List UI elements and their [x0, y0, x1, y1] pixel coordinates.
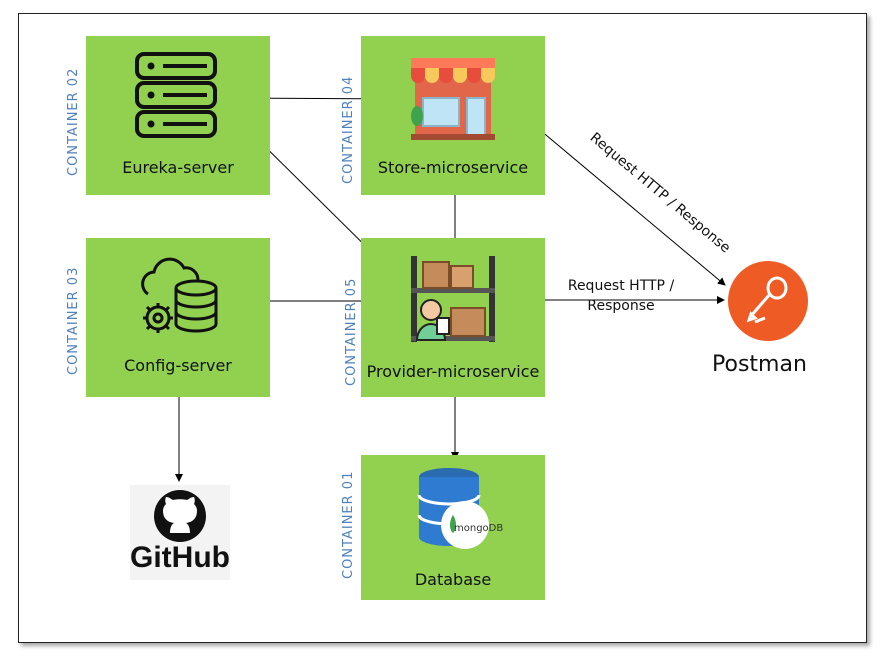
- github-octocat-icon: [154, 490, 206, 542]
- eureka-server-box: Eureka-server: [86, 36, 270, 195]
- postman-logo-icon: [728, 261, 808, 341]
- database-cylinder-icon: [417, 468, 489, 549]
- container-02-label: CONTAINER 02: [66, 67, 81, 176]
- store-microservice-label: Store-microservice: [377, 158, 529, 177]
- postman-label: Postman: [712, 352, 807, 377]
- warehouse-worker-icon: [411, 256, 495, 342]
- provider-postman-edge-line-2: Response: [587, 298, 655, 314]
- provider-microservice-box: Provider-microservice: [361, 238, 545, 397]
- container-04-label: CONTAINER 04: [341, 75, 356, 184]
- provider-postman-edge-line-1: Request HTTP /: [567, 278, 675, 294]
- provider-microservice-label: Provider-microservice: [366, 362, 540, 381]
- config-server-label: Config-server: [124, 356, 232, 375]
- container-03-label: CONTAINER 03: [66, 266, 81, 375]
- cloud-database-gear-icon: [141, 257, 218, 333]
- store-microservice-box: Store-microservice: [361, 36, 545, 195]
- config-server-box: Config-server: [86, 238, 270, 397]
- eureka-server-label: Eureka-server: [122, 158, 234, 177]
- storefront-icon: [411, 58, 495, 140]
- github-logo: GitHub: [130, 485, 230, 580]
- server-rack-icon: [135, 52, 217, 138]
- provider-postman-edge-label: Request HTTP / Response: [556, 278, 686, 314]
- github-wordmark: GitHub: [130, 541, 230, 574]
- container-05-label: CONTAINER 05: [344, 277, 359, 386]
- mongodb-label: mongoDB: [454, 523, 504, 534]
- database-box: mongoDB Database: [361, 455, 545, 600]
- container-01-label: CONTAINER 01: [341, 470, 356, 579]
- database-label: Database: [414, 570, 492, 589]
